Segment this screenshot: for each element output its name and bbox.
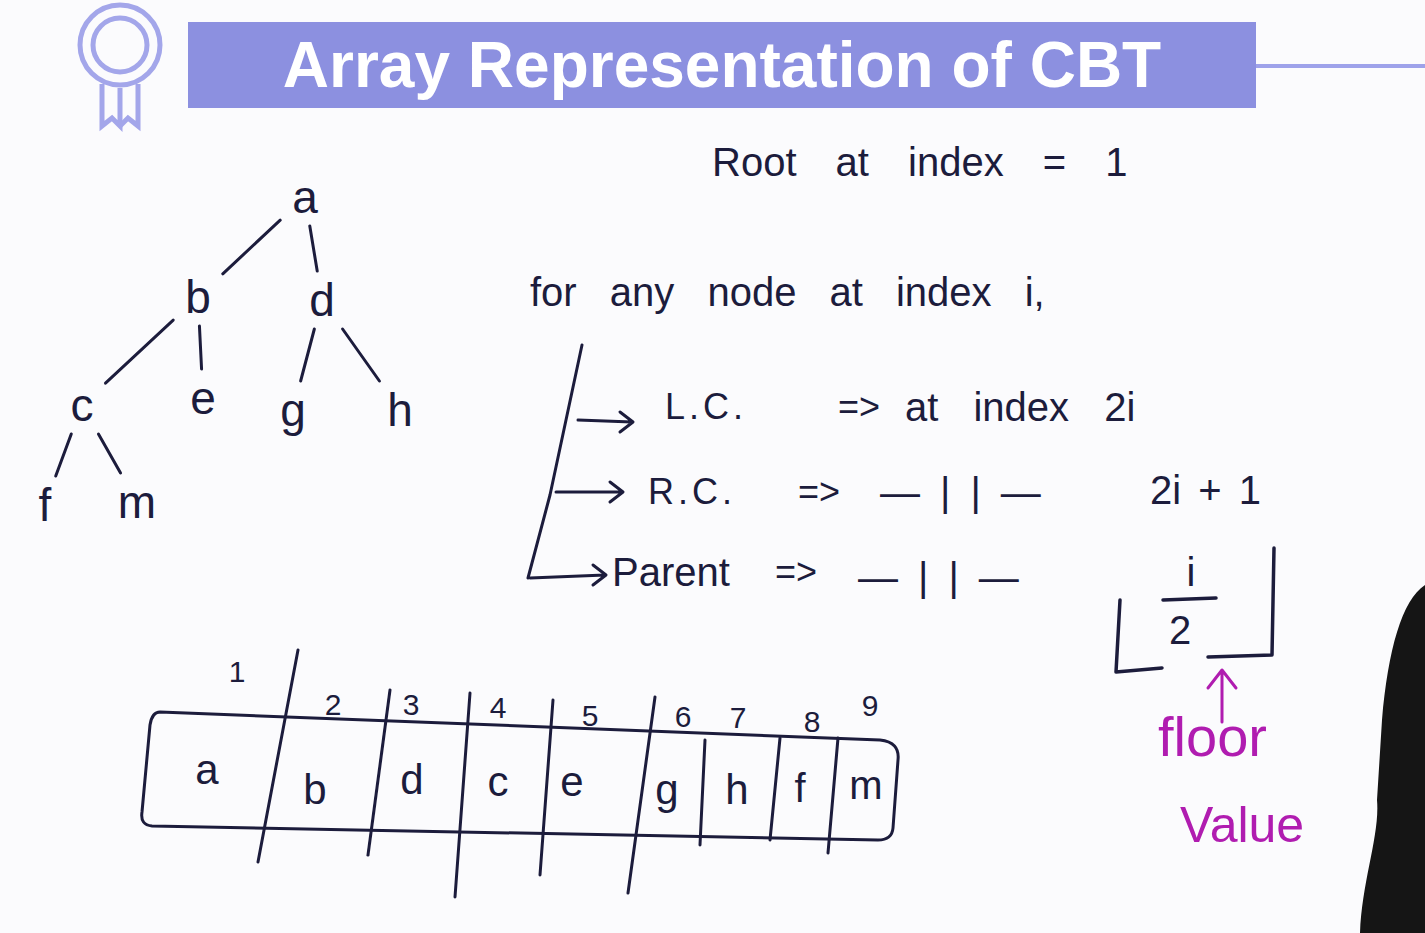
tree-edge (199, 326, 201, 369)
node-letter: g (280, 387, 306, 433)
array-divider (455, 693, 470, 897)
array-index: 8 (804, 704, 821, 740)
annotation-text: => (838, 385, 880, 428)
floor-bracket-left (1116, 600, 1162, 672)
annotation-text: at index 2i (905, 383, 1135, 431)
node-letter: b (185, 274, 211, 320)
tree-edge (56, 434, 72, 476)
tree-node: a (280, 168, 330, 226)
tree-node: b (173, 268, 223, 326)
array-cell: b (303, 765, 326, 815)
array-cell: h (725, 765, 748, 815)
array-cell: c (488, 757, 509, 807)
array-index: 4 (490, 690, 507, 726)
tree-node: d (297, 271, 347, 329)
array-divider (368, 690, 390, 855)
ribbon-icon (80, 5, 160, 126)
ribbon-tail (120, 84, 138, 126)
array-cell: d (400, 755, 423, 805)
array-index: 1 (229, 654, 246, 690)
array-index: 6 (675, 699, 692, 735)
note-text: Value (1180, 795, 1304, 855)
node-letter: d (309, 277, 335, 323)
ribbon-outer (80, 5, 160, 85)
annotation-text: R.C. (648, 470, 736, 513)
annotation-text: Root at index = 1 (712, 138, 1128, 186)
array-divider (828, 738, 838, 853)
array-index: 3 (403, 687, 420, 723)
tree-edge (98, 434, 120, 473)
annotation-text: for any node at index i, (530, 268, 1045, 316)
tree-node: m (106, 473, 168, 531)
array-cell: e (560, 757, 583, 807)
tree-edge (301, 329, 315, 381)
branch-arrow (578, 412, 633, 432)
tree-node: f (27, 476, 64, 534)
floor-notation (1116, 548, 1274, 672)
formula-text: i (1187, 548, 1196, 596)
branch-arrow (530, 565, 606, 585)
annotation-text: => (798, 470, 840, 513)
formula-text: 2i + 1 (1150, 466, 1261, 514)
node-letter: m (118, 479, 156, 525)
floor-bracket-right (1208, 548, 1274, 657)
node-letter: f (39, 482, 52, 528)
title-text: Array Representation of CBT (283, 28, 1161, 102)
array-cell: m (849, 761, 882, 809)
array-index: 9 (862, 688, 879, 724)
tree-node: c (59, 376, 106, 434)
node-letter: h (387, 387, 413, 433)
note-text: floor (1158, 703, 1267, 770)
node-letter: e (190, 375, 216, 421)
array-divider (700, 740, 705, 845)
node-letter: c (71, 382, 94, 428)
annotation-text: => (775, 550, 817, 593)
tree-edge (106, 320, 174, 383)
array-cell: f (794, 764, 805, 812)
array-index: 7 (730, 700, 747, 736)
formula-text: 2 (1169, 606, 1191, 654)
array-divider (258, 650, 298, 862)
tree-node: e (178, 369, 228, 427)
branch-arrow (556, 482, 623, 502)
tree-edge (343, 329, 380, 381)
array-cell: g (655, 765, 678, 815)
bracket-line (528, 345, 582, 578)
annotation-text: L.C. (665, 385, 747, 428)
ribbon-tail (102, 84, 120, 126)
array-cell: a (195, 745, 218, 795)
array-drawing (142, 650, 898, 897)
tree-edge (310, 226, 317, 271)
array-divider (540, 700, 553, 875)
tree-node: h (375, 381, 425, 439)
ribbon-inner (93, 18, 147, 72)
node-letter: a (292, 174, 318, 220)
fraction-bar (1163, 598, 1216, 600)
tree-node: g (268, 381, 318, 439)
bracket-arrows (528, 345, 633, 585)
array-outline (142, 712, 898, 840)
title-rule (1256, 64, 1425, 68)
array-index: 2 (325, 687, 342, 723)
ditto-mark: —||— (858, 553, 1039, 601)
presenter-silhouette (1360, 585, 1425, 933)
ditto-mark: —||— (880, 468, 1061, 516)
array-divider (770, 738, 780, 840)
array-divider (628, 697, 655, 893)
array-index: 5 (582, 698, 599, 734)
title-band: Array Representation of CBT (188, 22, 1256, 108)
annotation-text: Parent (612, 548, 730, 596)
tree-edge (223, 220, 280, 274)
